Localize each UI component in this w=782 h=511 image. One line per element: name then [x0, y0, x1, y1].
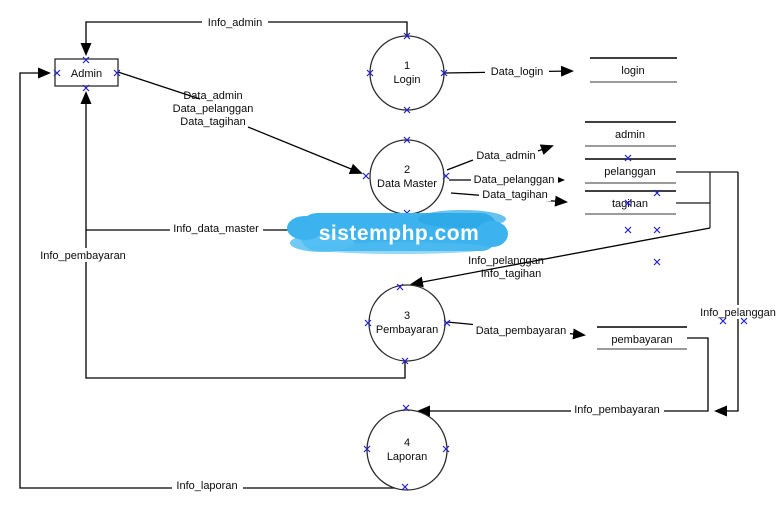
- flow-label-data-pembayaran: Data_pembayaran: [476, 325, 567, 337]
- label-bg: [202, 15, 268, 29]
- flow-label-admin-inputs-3: Data_tagihan: [180, 116, 245, 128]
- watermark-brush-streak: [287, 216, 323, 240]
- flow-info-laporan-line: [19, 67, 405, 489]
- flow-info-pelanggan-tagihan-diagonal: [410, 227, 711, 288]
- connection-x-icon: [53, 69, 61, 77]
- watermark: sistemphp.com: [287, 210, 508, 254]
- flow-label-data-login: Data_login: [491, 66, 544, 78]
- flow-label-info-laporan: Info_laporan: [176, 480, 237, 492]
- label-bg: [473, 323, 570, 337]
- connection-x-icon: [82, 56, 90, 64]
- label-bg: [170, 221, 263, 235]
- connection-x-icon: [624, 154, 632, 162]
- datastore-tagihan: tagihan: [585, 190, 676, 215]
- process-login: 1 Login: [369, 35, 445, 111]
- process-pembayaran: 3 Pembayaran: [368, 284, 446, 362]
- process-data-master: 2 Data Master: [369, 139, 445, 215]
- flow-label-info-pembayaran-left: Info_pembayaran: [40, 250, 126, 262]
- process-pembayaran-circle: [368, 284, 446, 362]
- datastore-login-label: login: [621, 65, 644, 77]
- flow-data-admin-line-1: [446, 159, 474, 171]
- connection-x-icon: [363, 445, 371, 453]
- connection-x-icon: [440, 69, 448, 77]
- flow-info-pembayaran-left-line: [80, 91, 406, 379]
- flow-label-data-pelanggan: Data_pelanggan: [474, 174, 555, 186]
- connection-x-icon: [82, 84, 90, 92]
- datastore-login: login: [590, 57, 677, 83]
- label-bg: [479, 188, 551, 201]
- watermark-text: sistemphp.com: [319, 222, 480, 245]
- flow-info-pelanggan-right-line: [714, 172, 739, 417]
- entity-admin-label: Admin: [71, 68, 102, 80]
- label-bg: [571, 402, 664, 416]
- connection-marks: [53, 32, 748, 491]
- flow-info-pembayaran-right-line: [417, 337, 709, 417]
- connection-x-icon: [624, 226, 632, 234]
- connection-x-icon: [740, 317, 748, 325]
- datastore-pelanggan-label: pelanggan: [604, 166, 655, 178]
- process-laporan: 4 Laporan: [366, 409, 448, 491]
- connection-x-icon: [364, 319, 372, 327]
- connection-x-icon: [442, 445, 450, 453]
- process-login-circle: [369, 35, 445, 111]
- flow-label-info-admin: Info_admin: [208, 17, 262, 29]
- flow-label-admin-inputs-1: Data_admin: [183, 90, 242, 102]
- connection-x-icon: [403, 136, 411, 144]
- flow-label-admin-inputs-2: Data_pelanggan: [173, 103, 254, 115]
- datastore-admin: admin: [585, 121, 676, 147]
- process-data-master-number: 2: [404, 164, 410, 176]
- datastore-admin-label: admin: [615, 129, 645, 141]
- flow-labels: Info_admin Data_login Data_admin Data_pe…: [37, 15, 781, 492]
- process-laporan-circle: [366, 409, 448, 491]
- connection-x-icon: [653, 258, 661, 266]
- connection-x-icon: [442, 172, 450, 180]
- watermark-brush-streak: [310, 242, 490, 254]
- process-pembayaran-name: Pembayaran: [376, 324, 438, 336]
- process-data-master-circle: [369, 139, 445, 215]
- connection-x-icon: [113, 69, 121, 77]
- process-login-name: Login: [394, 74, 421, 86]
- process-login-number: 1: [404, 60, 410, 72]
- connection-x-icon: [366, 69, 374, 77]
- process-laporan-number: 4: [404, 437, 410, 449]
- watermark-brush-streak: [476, 221, 508, 247]
- datastore-pelanggan: pelanggan: [585, 158, 676, 184]
- connection-x-icon: [401, 357, 409, 365]
- flow-label-info-data-master: Info_data_master: [173, 223, 259, 235]
- connection-x-icon: [653, 189, 661, 197]
- flow-label-info-pelanggan-right: Info_pelanggan: [700, 307, 776, 319]
- process-pembayaran-number: 3: [404, 310, 410, 322]
- connection-x-icon: [653, 226, 661, 234]
- connection-x-icon: [403, 106, 411, 114]
- flow-admin-to-datamaster-line-2: [247, 126, 363, 174]
- label-bg: [485, 64, 549, 78]
- datastore-pembayaran-label: pembayaran: [611, 334, 672, 346]
- connection-x-icon: [624, 199, 632, 207]
- connection-x-icon: [396, 283, 404, 291]
- process-data-master-name: Data Master: [377, 178, 437, 190]
- flow-data-admin-line-2: [537, 144, 554, 155]
- entity-admin: Admin: [54, 58, 119, 87]
- flow-label-info-tagihan-diag: Info_tagihan: [481, 268, 542, 280]
- flow-label-data-tagihan: Data_tagihan: [482, 189, 547, 201]
- connection-x-icon: [362, 172, 370, 180]
- datastore-tagihan-label: tagihan: [612, 198, 648, 210]
- flow-label-info-pembayaran-right: Info_pembayaran: [574, 404, 660, 416]
- connection-x-icon: [401, 483, 409, 491]
- connection-x-icon: [719, 317, 727, 325]
- connection-x-icon: [402, 404, 410, 412]
- label-bg: [172, 478, 243, 491]
- datastore-pembayaran: pembayaran: [597, 326, 687, 350]
- flow-label-info-pelanggan-diag: Info_pelanggan: [468, 255, 544, 267]
- process-laporan-name: Laporan: [387, 451, 427, 463]
- connection-x-icon: [403, 32, 411, 40]
- connection-x-icon: [443, 319, 451, 327]
- flow-admin-to-datamaster-line-1: [117, 71, 201, 100]
- label-bg: [37, 248, 130, 262]
- label-bg: [471, 172, 558, 186]
- flow-label-data-admin: Data_admin: [476, 150, 535, 162]
- label-bg: [695, 305, 781, 319]
